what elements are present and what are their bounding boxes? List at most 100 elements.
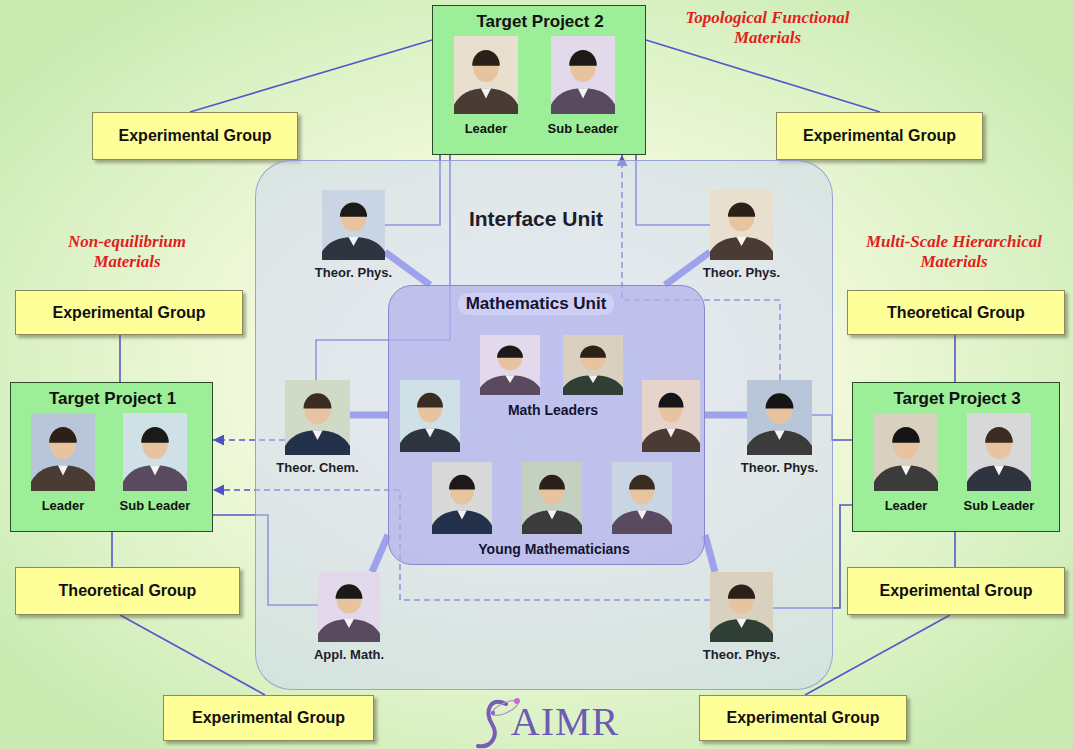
photo-ground (874, 413, 938, 491)
photo-hair (766, 393, 794, 408)
photo-ground (710, 572, 773, 642)
portrait-photo (747, 380, 812, 455)
unit-text: Math Leaders (508, 402, 598, 418)
photo-ground (123, 413, 187, 491)
photo-ground (454, 36, 518, 114)
portrait-photo (454, 36, 518, 114)
unit-title: Interface Unit (469, 207, 603, 231)
connector-line (119, 335, 121, 382)
photo-hair (985, 427, 1013, 443)
project-text: Target Project 1 (49, 389, 176, 409)
group-label: Experimental Group (192, 709, 345, 727)
group-box: Experimental Group (15, 290, 243, 335)
portrait-photo (400, 380, 460, 452)
portrait-photo (612, 462, 672, 534)
text-holder: Interface Unit (376, 207, 696, 231)
unit-region: Interface UnitTheor. Phys.Theor. Phys.Ma… (255, 160, 833, 690)
portrait-photo (874, 413, 938, 491)
group-box: Experimental Group (699, 695, 907, 741)
unit-text: Mathematics Unit (458, 293, 615, 315)
project-box: Target Project 3 Leader Sub Leader (852, 382, 1060, 532)
portrait-photo (432, 462, 492, 534)
photo-hair (580, 345, 606, 357)
photo-body (285, 430, 350, 455)
portrait-photo (967, 413, 1031, 491)
portrait-photo (563, 335, 623, 395)
group-label: Theoretical Group (59, 582, 197, 600)
project-text: Leader (885, 498, 928, 513)
photo-collar (348, 237, 358, 246)
project-text: Target Project 2 (476, 12, 603, 32)
photo-collar (505, 375, 515, 383)
label-holder: AIMR (490, 698, 640, 745)
photo-body (710, 237, 773, 260)
photo-ground (551, 36, 615, 114)
photo-collar (736, 619, 746, 628)
portrait-photo (710, 572, 773, 642)
label-holder: Multi-Scale Hierarchical Materials (838, 232, 1070, 271)
member-photo: Appl. Math. (318, 572, 380, 642)
photo-body (454, 88, 518, 114)
portrait-photo (522, 462, 582, 534)
member-photo: Theor. Phys. (322, 190, 385, 260)
logo-dot (491, 711, 495, 715)
photo-ground (31, 413, 95, 491)
photo-hair (340, 202, 367, 216)
portrait-photo (322, 190, 385, 260)
photo-hair (141, 427, 169, 443)
member-caption: Theor. Chem. (276, 460, 358, 475)
connector-line (120, 615, 265, 695)
photo-body (123, 465, 187, 491)
text-holder: Theor. Phys. (194, 263, 514, 281)
text-holder: Experimental Group (700, 696, 906, 740)
photo-collar (736, 237, 746, 246)
photo-body (612, 510, 672, 534)
photo-body (322, 237, 385, 260)
text-holder: Target Project 2 (380, 12, 700, 32)
photo-hair (728, 202, 755, 216)
text-holder: Theor. Chem. (158, 458, 478, 476)
member-caption: Theor. Phys. (741, 460, 818, 475)
portrait-photo (123, 413, 187, 491)
group-box: Theoretical Group (847, 290, 1065, 335)
photo-body (400, 428, 460, 452)
label-holder: Topological Functional Materials (660, 8, 875, 47)
group-box: Experimental Group (163, 695, 374, 741)
connector-line (646, 40, 880, 112)
photo-hair (658, 393, 683, 408)
portrait-photo (285, 380, 350, 455)
photo-hair (539, 475, 565, 490)
text-holder: Sub Leader (0, 496, 315, 514)
photo-ground (967, 413, 1031, 491)
connector-line (111, 532, 113, 567)
photo-collar (901, 465, 911, 475)
unit-region: Mathematics UnitMath LeadersYoung Mathem… (388, 285, 705, 565)
photo-collar (588, 375, 598, 383)
text-holder: Theoretical Group (848, 291, 1064, 334)
photo-collar (994, 465, 1004, 475)
member-photo: Theor. Phys. (710, 572, 773, 642)
photo-hair (304, 393, 332, 408)
group-box: Theoretical Group (15, 567, 240, 615)
photo-ground (285, 380, 350, 455)
photo-ground (432, 462, 492, 534)
text-holder: Experimental Group (16, 291, 242, 334)
project-text: Sub Leader (964, 498, 1035, 513)
photo-collar (481, 88, 491, 98)
photo-body (874, 465, 938, 491)
group-label: Experimental Group (727, 709, 880, 727)
text-holder: Math Leaders (393, 401, 713, 419)
text-holder: Experimental Group (777, 113, 982, 159)
project-text: Sub Leader (120, 498, 191, 513)
group-label: Experimental Group (53, 304, 206, 322)
text-holder: Sub Leader (423, 119, 743, 137)
connector-line (190, 40, 432, 112)
portrait-photo (551, 36, 615, 114)
photo-body (432, 510, 492, 534)
photo-hair (892, 427, 920, 443)
photo-collar (637, 510, 647, 519)
theme-label: Topological Functional Materials (660, 8, 875, 47)
project-text: Target Project 3 (893, 389, 1020, 409)
member-photo: Theor. Phys. (710, 190, 773, 260)
group-label: Experimental Group (119, 127, 272, 145)
